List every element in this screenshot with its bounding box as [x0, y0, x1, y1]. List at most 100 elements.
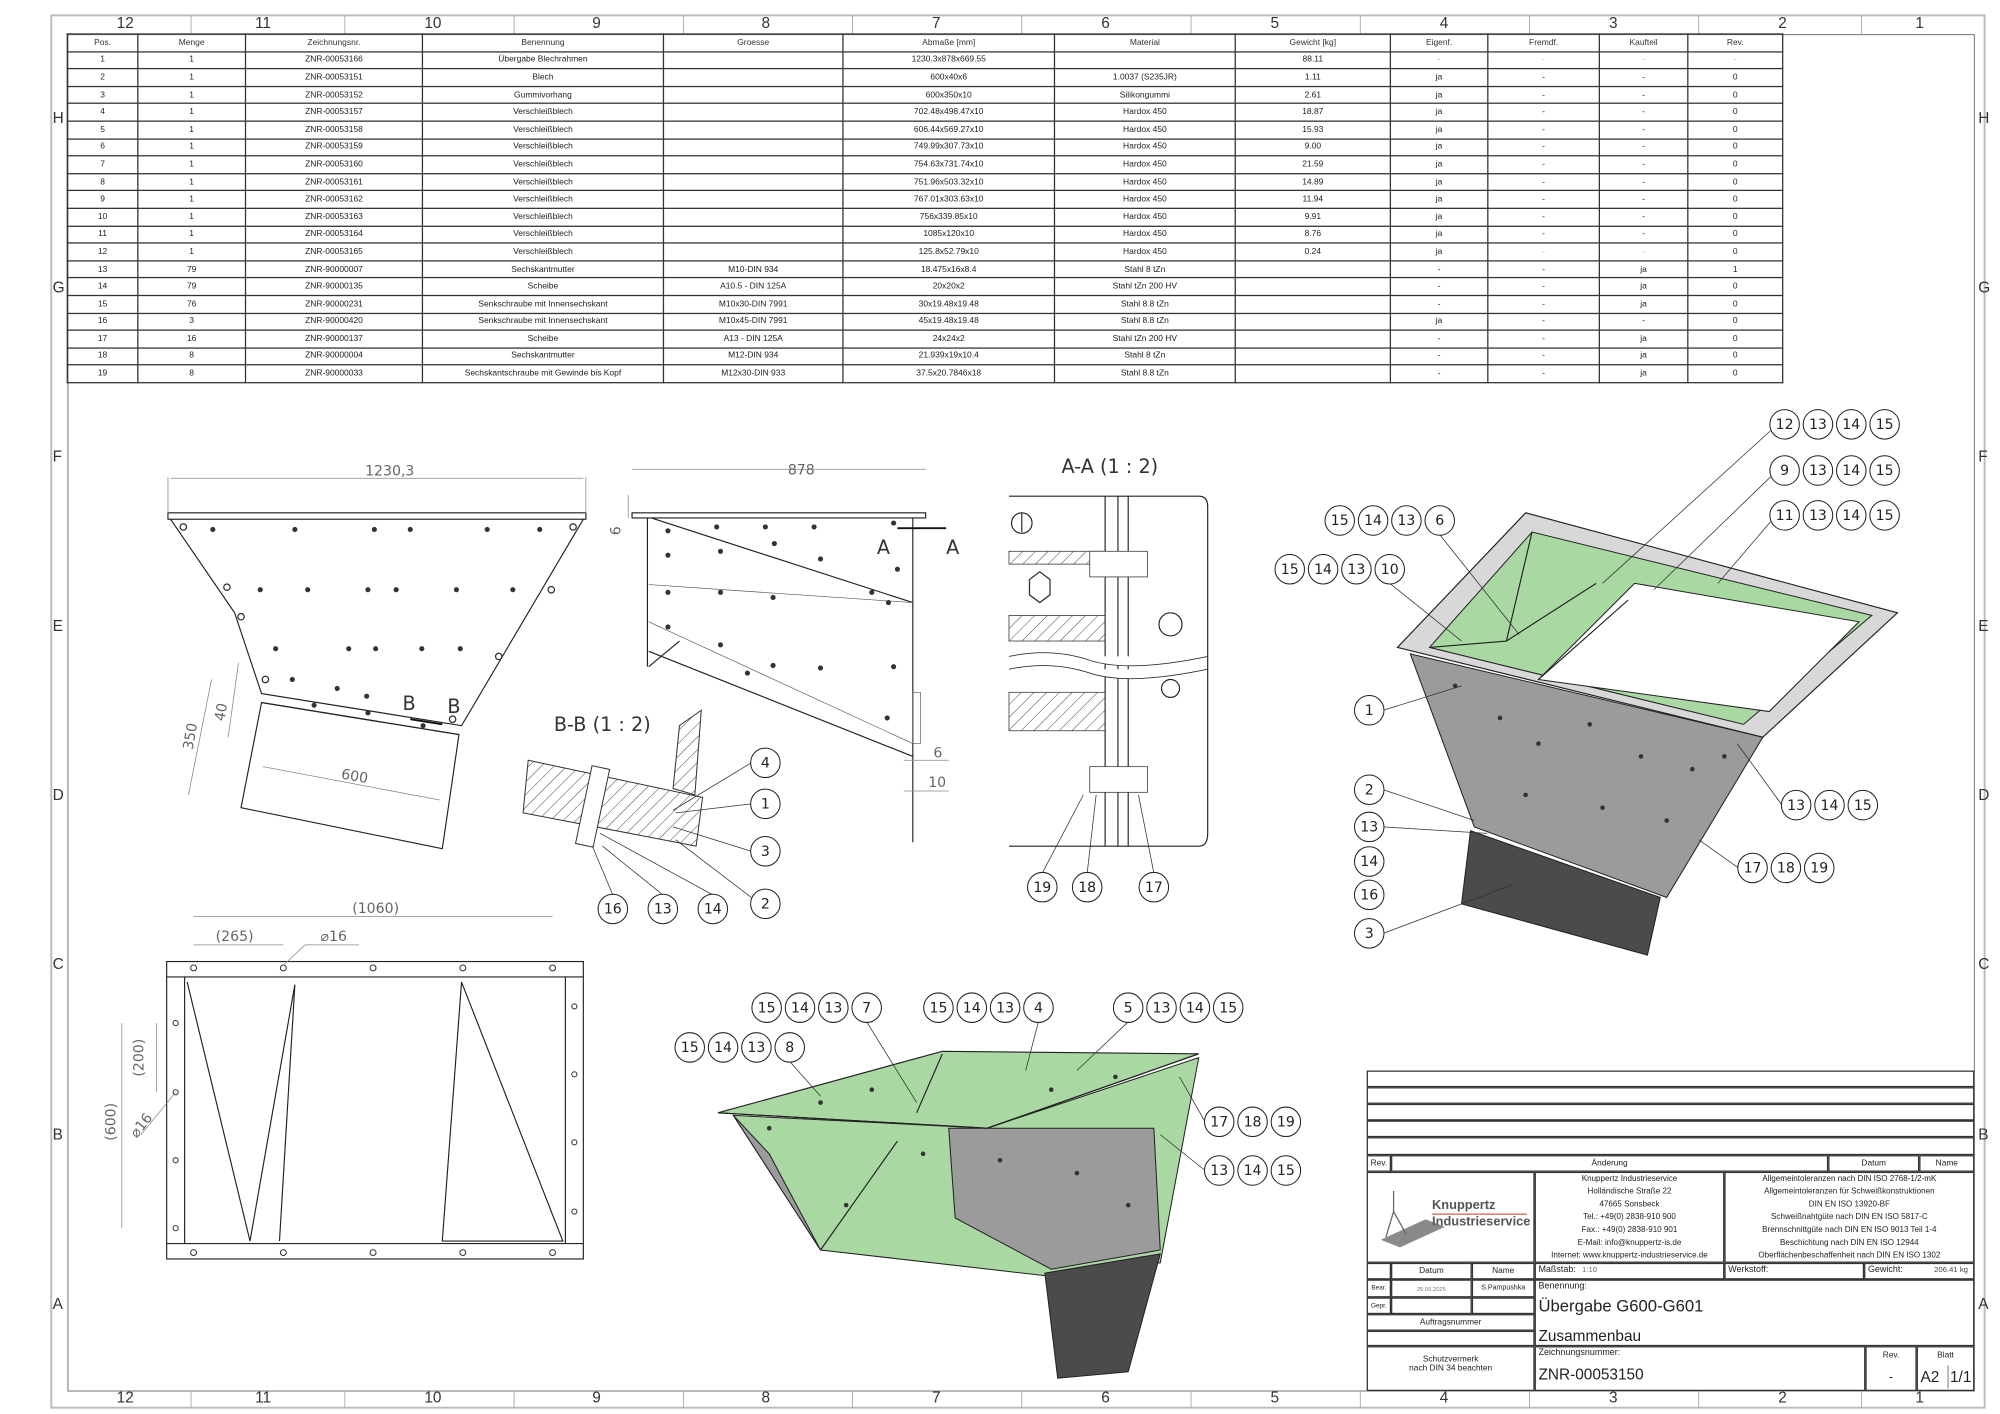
bom-cell: 0 — [1687, 225, 1784, 244]
zone-column-7: 7 — [932, 14, 941, 33]
zone-column-11: 11 — [255, 14, 272, 33]
bom-cell: 15.93 — [1234, 120, 1392, 140]
zone-column-3: 3 — [1608, 1388, 1618, 1407]
bom-cell: 18.475x16x8.4 — [842, 259, 1056, 279]
norm-line: Brennschnittgüte nach DIN EN ISO 9013 Te… — [1762, 1225, 1937, 1235]
bom-cell: ja — [1389, 190, 1489, 209]
balloon-circle — [1203, 1155, 1235, 1186]
bom-cell: 1085x120x10 — [842, 225, 1056, 244]
bom-cell: 1 — [137, 225, 247, 244]
bom-cell: Stahl 8.8 tZn — [1053, 294, 1236, 314]
balloon-circle — [707, 1032, 739, 1063]
side-view: 878 6 A A 6 10 — [609, 462, 959, 843]
bom-cell: M10x45-DIN 7991 — [662, 312, 844, 331]
balloon-label: 13 — [1787, 798, 1805, 814]
dim-hole-top: ⌀16 — [321, 929, 347, 945]
logo-line1: Knuppertz — [1432, 1198, 1496, 1213]
zone-grid — [190, 15, 1862, 1408]
bom-cell: ja — [1598, 294, 1689, 314]
address-line: Tel.: +49(0) 2838-910 900 — [1583, 1212, 1676, 1222]
sheet-format: A2 — [1920, 1367, 1940, 1386]
bom-cell: M10x30-DIN 7991 — [662, 294, 844, 314]
balloon-circle — [751, 992, 782, 1023]
bom-cell: 702.48x498.47x10 — [842, 103, 1056, 122]
balloon-group: 13 — [647, 893, 679, 925]
balloon-circle — [1391, 505, 1422, 536]
bom-cell: 0 — [1687, 68, 1784, 87]
revision-cell: Rev. - — [1865, 1346, 1917, 1392]
bolt-holes — [179, 523, 577, 729]
bom-cell: 125.8x52.79x10 — [842, 242, 1056, 262]
balloon-circle — [1274, 553, 1305, 585]
zone-column-8: 8 — [761, 14, 771, 33]
bom-cell: 20x20x2 — [842, 277, 1056, 297]
scale-label: Maßstab: — [1538, 1265, 1576, 1275]
bom-cell: ja — [1389, 68, 1489, 87]
balloon-label: 13 — [1809, 417, 1827, 433]
drawing-number: ZNR-00053150 — [1538, 1365, 1644, 1384]
balloon-group: 18 — [1071, 871, 1103, 903]
balloon-label: 16 — [1360, 888, 1378, 904]
bom-cell: Stahl 8 tZn — [1053, 347, 1236, 366]
bom-cell — [662, 68, 844, 87]
balloon-circle — [1780, 789, 1812, 821]
zone-column-6: 6 — [1101, 14, 1110, 33]
balloon-circle — [1769, 500, 1800, 531]
bom-cell: ja — [1389, 312, 1489, 331]
balloon-label: 14 — [791, 1000, 809, 1016]
bom-cell — [662, 103, 844, 122]
bom-cell: ZNR-00053152 — [244, 85, 424, 105]
bom-cell: 1 — [137, 68, 247, 87]
zone-column-5: 5 — [1270, 1388, 1280, 1407]
balloon-circle — [750, 836, 781, 867]
bom-cell: - — [1487, 155, 1600, 175]
balloon-label: 14 — [1842, 508, 1860, 524]
bom-cell: Stahl 8.8 tZn — [1053, 364, 1236, 384]
balloon-label: 19 — [1810, 861, 1828, 877]
bom-cell: - — [1389, 259, 1489, 279]
zone-column-5: 5 — [1270, 14, 1280, 33]
bom-cell: 5 — [66, 120, 139, 140]
bom-cell: A13 - DIN 125A — [662, 329, 844, 349]
balloon-label: 13 — [1397, 513, 1415, 529]
outer-frame — [50, 14, 1986, 1409]
balloon-label: 14 — [1364, 513, 1382, 529]
bom-cell: 1 — [66, 50, 139, 70]
bom-cell: ja — [1389, 120, 1489, 140]
bom-cell: 11 — [66, 225, 139, 244]
top-view: (1060) (265) ⌀16 (200) (600) ⌀16 — [103, 901, 584, 1260]
balloon-label: 14 — [1821, 798, 1839, 814]
zone-row-F: F — [1978, 447, 1988, 466]
bom-cell: 0 — [1687, 155, 1784, 175]
balloon-circle — [774, 1032, 805, 1063]
bom-column-header: Pos. — [66, 33, 139, 53]
bom-cell: - — [1487, 312, 1600, 331]
balloon-circle — [1146, 992, 1177, 1023]
bom-cell: ZNR-00053161 — [244, 172, 424, 192]
balloon-circle — [1802, 409, 1834, 440]
balloon-circle — [923, 992, 954, 1023]
logo-line2: Industrieservice — [1432, 1215, 1531, 1230]
bom-cell: ZNR-90000135 — [244, 277, 424, 297]
leader-lines — [591, 430, 1783, 1171]
norm-line: Oberflächenbeschaffenheit nach DIN EN IS… — [1758, 1251, 1941, 1261]
balloon-label: 13 — [1347, 562, 1365, 578]
bom-cell: 37.5x20.7846x18 — [842, 364, 1056, 384]
bom-cell: 600x40x6 — [842, 68, 1056, 87]
balloon-label: 15 — [1277, 1163, 1295, 1179]
bom-column-header: Gewicht [kg] — [1234, 33, 1392, 53]
bom-cell — [662, 207, 844, 227]
balloon-circle — [1847, 789, 1879, 821]
